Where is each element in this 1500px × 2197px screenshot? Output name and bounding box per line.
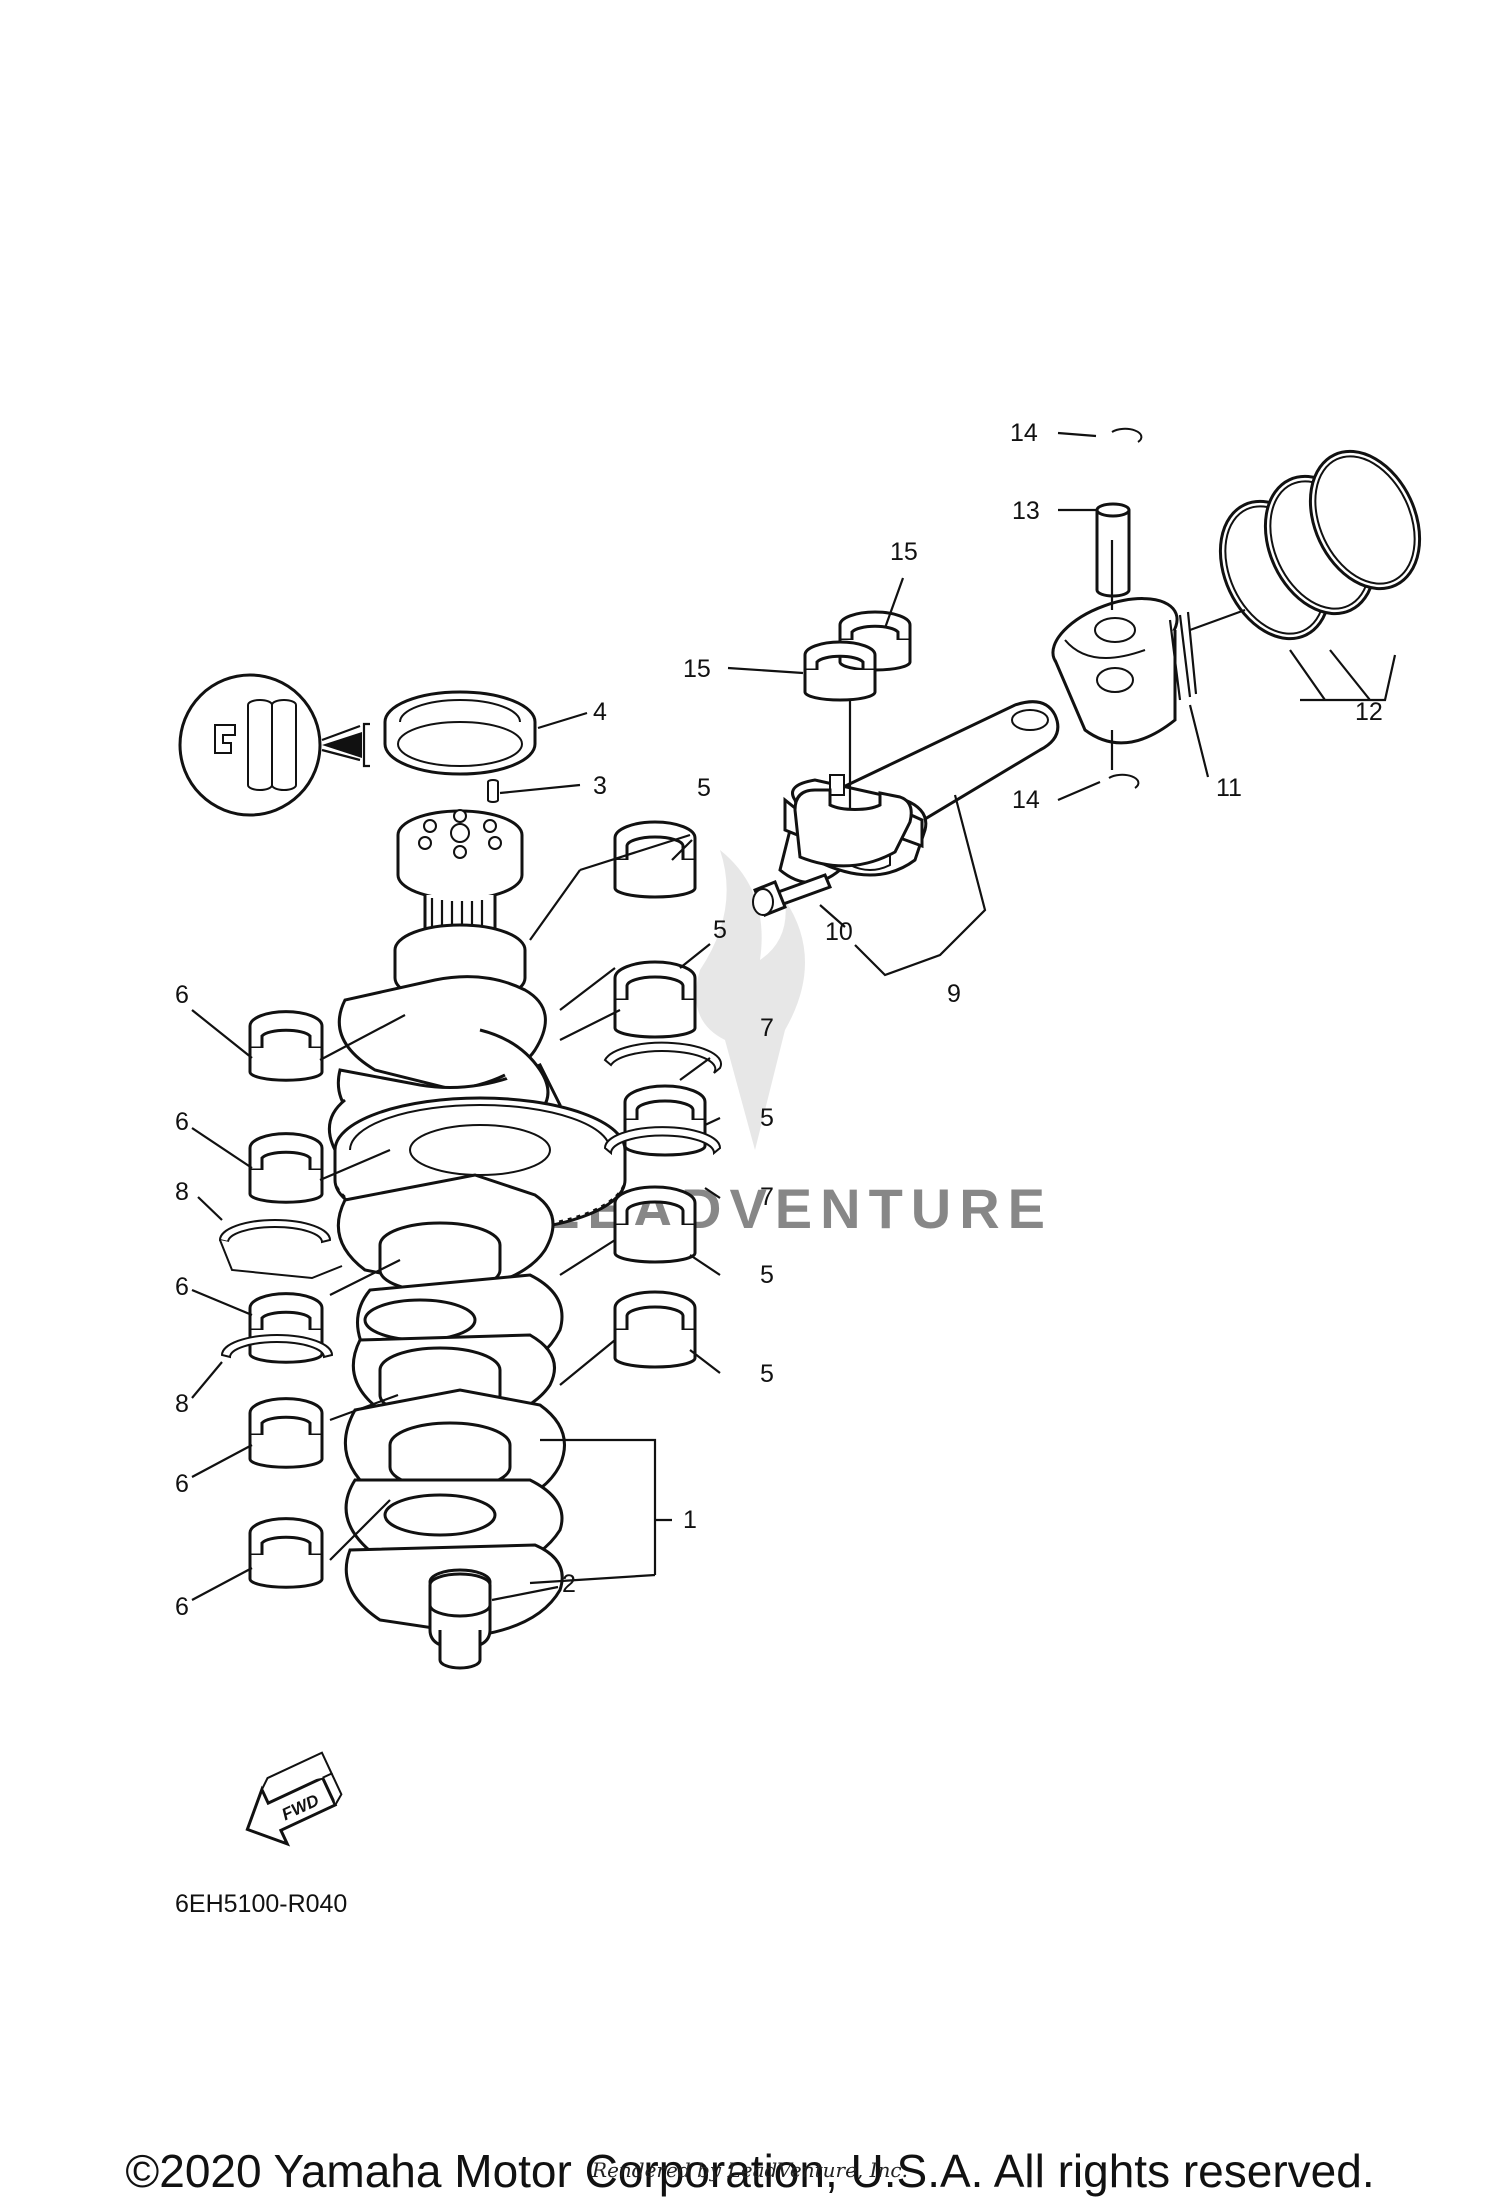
connecting-rod	[778, 700, 1060, 884]
callout-1: 1	[683, 1506, 697, 1534]
leader-lines	[191, 431, 1397, 1602]
callout-2: 2	[562, 1570, 576, 1598]
callout-labels: 14 13 15 15 4 3 5 12 11 14 10 9 5 6 7 6 …	[175, 419, 1383, 1621]
callout-6: 6	[175, 1273, 189, 1301]
callout-5: 5	[713, 916, 727, 944]
callout-6: 6	[175, 981, 189, 1009]
crankshaft	[327, 809, 627, 1670]
render-credit: Rendered by LeadVenture, Inc.	[592, 2158, 908, 2182]
rod-bearings	[803, 610, 912, 702]
callout-12: 12	[1355, 698, 1383, 726]
callout-13: 13	[1012, 497, 1040, 525]
callout-8: 8	[175, 1390, 189, 1418]
callout-4: 4	[593, 698, 607, 726]
dowel-pin	[487, 779, 499, 803]
callout-15: 15	[683, 655, 711, 683]
piston	[1051, 597, 1198, 745]
oil-seal	[383, 690, 537, 776]
diagram-code: 6EH5100-R040	[175, 1890, 347, 1918]
callout-9: 9	[947, 980, 961, 1008]
rod-bolt	[752, 873, 832, 917]
callout-14: 14	[1012, 786, 1040, 814]
callout-3: 3	[593, 772, 607, 800]
callout-7: 7	[760, 1183, 774, 1211]
callout-6: 6	[175, 1108, 189, 1136]
callout-15: 15	[890, 538, 918, 566]
callout-5: 5	[760, 1360, 774, 1388]
callout-10: 10	[825, 918, 853, 946]
callout-11: 11	[1216, 774, 1242, 802]
main-bearings-left	[218, 1010, 343, 1589]
callout-14: 14	[1010, 419, 1038, 447]
fwd-arrow-icon: FWD	[245, 1751, 343, 1847]
callout-6: 6	[175, 1470, 189, 1498]
callout-5: 5	[760, 1261, 774, 1289]
bushing	[428, 1568, 492, 1618]
piston-pin-clips	[1108, 427, 1143, 789]
callout-5: 5	[697, 774, 711, 802]
callout-7: 7	[760, 1014, 774, 1042]
callout-5: 5	[760, 1104, 774, 1132]
seal-detail-inset	[178, 673, 370, 817]
main-bearings-right	[603, 820, 723, 1369]
callout-6: 6	[175, 1593, 189, 1621]
callout-8: 8	[175, 1178, 189, 1206]
piston-rings	[1218, 449, 1422, 641]
